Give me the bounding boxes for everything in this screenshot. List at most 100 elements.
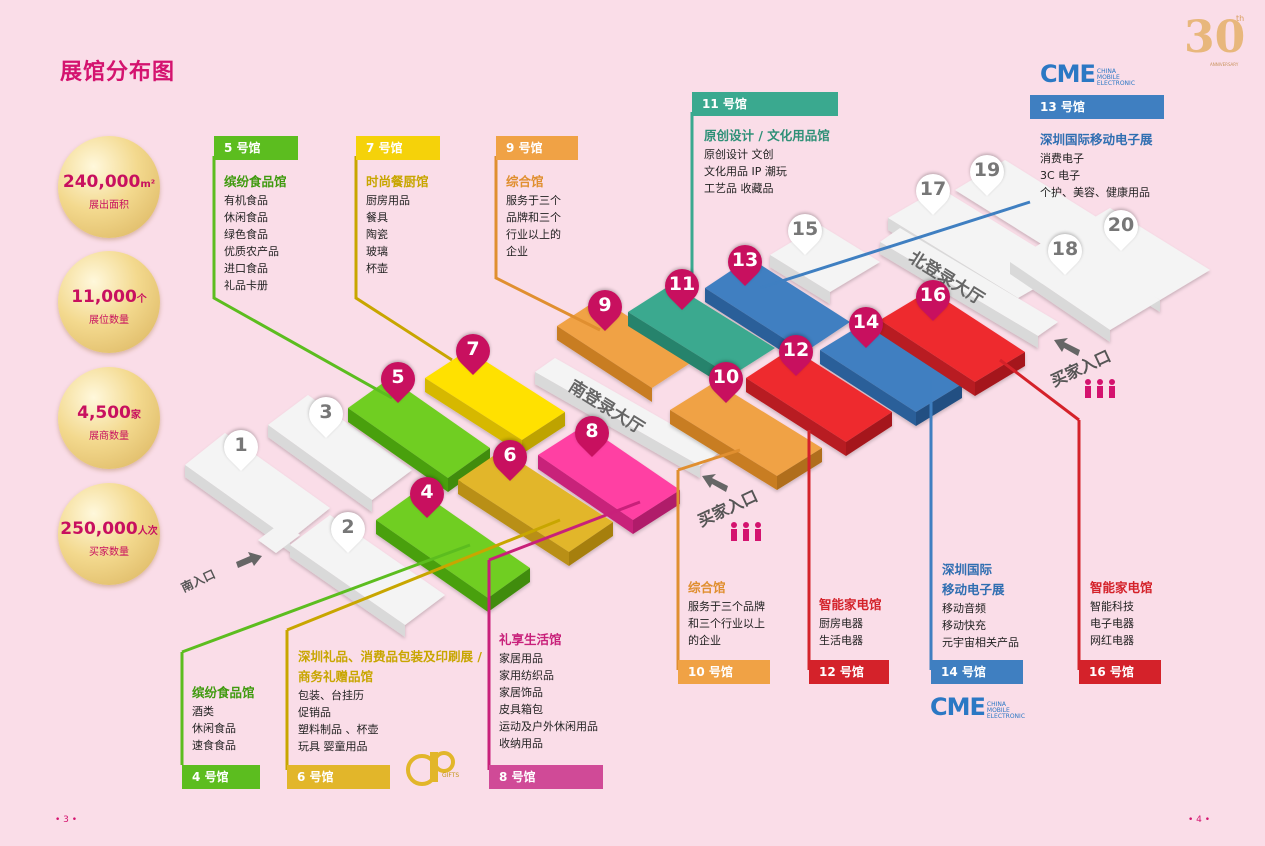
- hall-9-info: 综合馆 服务于三个 品牌和三个 行业以上的 企业: [506, 172, 561, 260]
- hall-16-item: 电子电器: [1090, 617, 1134, 630]
- hall-6-item: 包装、台挂历: [298, 689, 364, 702]
- stat-buyers-label: 买家数量: [89, 547, 129, 558]
- hall-pin-label: 13: [731, 249, 759, 271]
- hall-10-item: 和三个行业以上: [688, 617, 765, 630]
- hall-7-item: 厨房用品: [366, 194, 410, 207]
- hall-12-item: 厨房电器: [819, 617, 863, 630]
- hall-12-tag[interactable]: 12 号馆: [809, 660, 889, 684]
- hall-6-item: 玩具 婴童用品: [298, 740, 368, 753]
- hall-5-item: 有机食品: [224, 194, 268, 207]
- hall-16-tag[interactable]: 16 号馆: [1079, 660, 1161, 684]
- hall-8-info: 礼享生活馆 家居用品 家用纺织品 家居饰品 皮具箱包 运动及户外休闲用品 收纳用…: [499, 630, 598, 752]
- hall-4-item: 酒类: [192, 705, 214, 718]
- hall-6-item: 塑料制品 、杯壶: [298, 723, 379, 736]
- hall-pin-label: 17: [919, 178, 947, 200]
- hall-pin-label: 1: [234, 434, 248, 456]
- gifts-logo: GIFTS: [402, 748, 474, 788]
- page-title: 展馆分布图: [60, 60, 176, 85]
- hall-4-item: 休闲食品: [192, 722, 236, 735]
- hall-5-item: 绿色食品: [224, 228, 268, 241]
- stat-area-label: 展出面积: [89, 200, 129, 211]
- hall-pin-label: 8: [585, 420, 599, 442]
- stat-buyers-value: 250,000: [60, 519, 138, 539]
- hall-pin-label: 6: [503, 444, 517, 466]
- hall-9-item: 品牌和三个: [506, 211, 561, 224]
- hall-8-item: 运动及户外休闲用品: [499, 720, 598, 733]
- stat-booths-value: 11,000: [71, 287, 137, 307]
- hall-pin-label: 19: [973, 159, 1001, 181]
- hall-7-head: 时尚餐厨馆: [366, 174, 429, 189]
- hall-9-tag[interactable]: 9 号馆: [496, 136, 578, 160]
- hall-pin-label: 5: [391, 366, 405, 388]
- hall-16-item: 智能科技: [1090, 600, 1134, 613]
- entry-arrows: [236, 338, 1080, 568]
- hall-5-tag[interactable]: 5 号馆: [214, 136, 298, 160]
- hall-9-item: 行业以上的: [506, 228, 561, 241]
- hall-6-tag[interactable]: 6 号馆: [287, 765, 390, 789]
- hall-5-item: 进口食品: [224, 262, 268, 275]
- hall-pin-label: 11: [668, 273, 696, 295]
- hall-11-item: 原创设计 文创: [704, 148, 774, 161]
- hall-6-item: 促销品: [298, 706, 331, 719]
- leader-lines: [180, 112, 1081, 770]
- hall-10-head: 综合馆: [688, 580, 726, 595]
- hall-10-tag[interactable]: 10 号馆: [678, 660, 770, 684]
- hall-6-head: 深圳礼品、消费品包装及印刷展 /: [298, 649, 482, 664]
- hall-10-info: 综合馆 服务于三个品牌 和三个行业以上 的企业: [688, 578, 765, 649]
- stat-booths: 11,000个 展位数量: [58, 251, 160, 353]
- stat-area-value: 240,000: [62, 172, 141, 192]
- hall-13-tag[interactable]: 13 号馆: [1030, 95, 1164, 119]
- hall-pin-label: 10: [712, 366, 740, 388]
- hall-8-tag[interactable]: 8 号馆: [489, 765, 603, 789]
- hall-11-item: 工艺品 收藏品: [704, 182, 774, 195]
- anniversary-logo: 30 th ANNIVERSARY: [1184, 12, 1248, 72]
- page-number-right: • 4 •: [1188, 815, 1211, 825]
- hall-14-head: 深圳国际: [942, 562, 993, 577]
- hall-16-info: 智能家电馆 智能科技 电子电器 网红电器: [1090, 578, 1153, 649]
- stat-booths-unit: 个: [136, 294, 147, 305]
- hall-pin-label: 7: [466, 338, 480, 360]
- hall-6-info: 深圳礼品、消费品包装及印刷展 / 商务礼赠品馆 包装、台挂历 促销品 塑料制品 …: [298, 647, 482, 755]
- hall-7-tag[interactable]: 7 号馆: [356, 136, 440, 160]
- hall-13-item: 个护、美容、健康用品: [1040, 186, 1150, 199]
- white-halls: [185, 160, 1210, 637]
- hall-7-item: 杯壶: [366, 262, 388, 275]
- hall-4-tag[interactable]: 4 号馆: [182, 765, 260, 789]
- hall-7-item: 玻璃: [366, 245, 388, 258]
- hall-14-item: 移动音频: [942, 602, 986, 615]
- anniversary-caption: ANNIVERSARY: [1210, 62, 1239, 67]
- hall-13-item: 3C 电子: [1040, 169, 1081, 182]
- hall-pin-label: 9: [598, 294, 612, 316]
- buyer-entry-north-arrow-icon: [1054, 338, 1080, 356]
- hall-16-head: 智能家电馆: [1090, 580, 1153, 595]
- cme-logo-top-sub-2: MOBILE: [1096, 73, 1120, 81]
- stat-buyers: 250,000人次 买家数量: [58, 483, 160, 585]
- stat-exhibitors-unit: 家: [130, 410, 141, 421]
- hall-9-item: 服务于三个: [506, 194, 561, 207]
- hall-7-item: 餐具: [366, 211, 388, 224]
- hall-13-item: 消费电子: [1040, 152, 1084, 165]
- hall-pin-label: 18: [1051, 238, 1079, 260]
- hall-pin-label: 4: [420, 481, 434, 503]
- hall-11-head: 原创设计 / 文化用品馆: [704, 128, 830, 143]
- hall-pin-label: 15: [791, 218, 819, 240]
- hall-5-info: 缤纷食品馆 有机食品 休闲食品 绿色食品 优质农产品 进口食品 礼品卡册: [224, 172, 287, 294]
- stat-booths-label: 展位数量: [89, 315, 129, 326]
- cme-logo-top-sub-1: CHINA: [1096, 67, 1116, 75]
- stat-exhibitors: 4,500家 展商数量: [58, 367, 160, 469]
- cme-logo-bottom-sub-2: MOBILE: [986, 706, 1010, 714]
- hall-12-head: 智能家电馆: [819, 597, 882, 612]
- hall-14-tag[interactable]: 14 号馆: [931, 660, 1023, 684]
- hall-11-tag[interactable]: 11 号馆: [692, 92, 838, 116]
- people-icons: [731, 379, 1115, 541]
- colored-halls: [348, 258, 1025, 612]
- hall-14-item: 移动快充: [942, 619, 986, 632]
- hall-5-item: 休闲食品: [224, 211, 268, 224]
- anniversary-number: 30: [1184, 12, 1246, 63]
- stat-exhibitors-value: 4,500: [77, 403, 131, 423]
- hall-8-item: 皮具箱包: [499, 703, 543, 716]
- people-icon-north: [1085, 379, 1115, 398]
